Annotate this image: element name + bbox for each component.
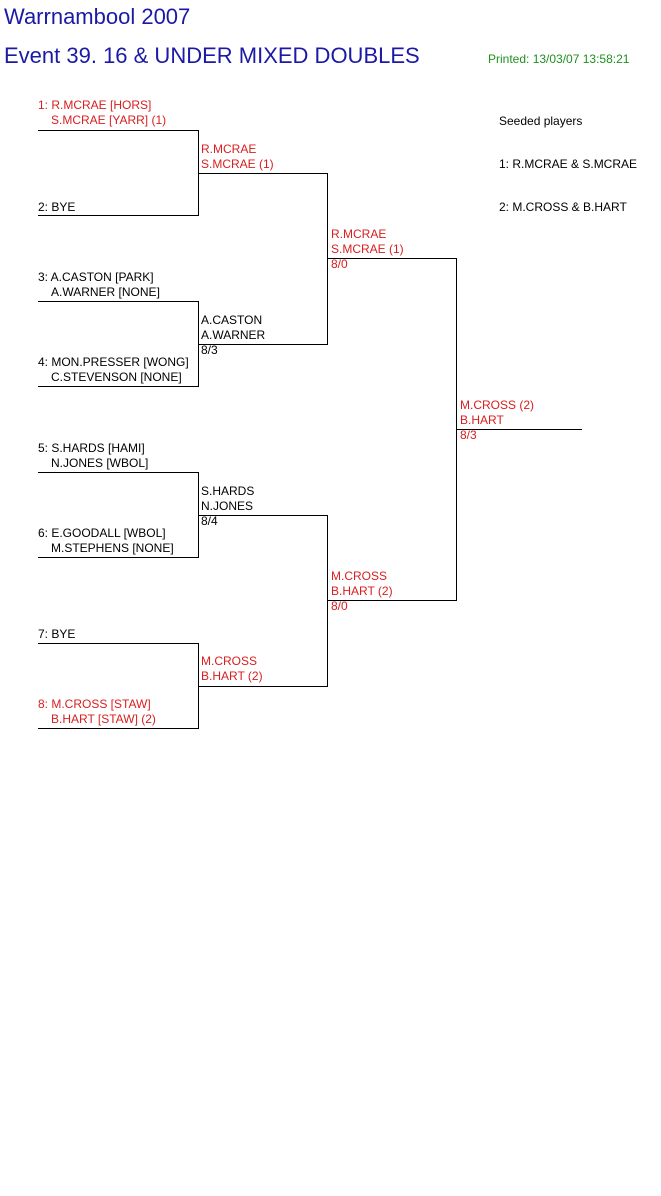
seeded-heading: Seeded players [499, 114, 583, 128]
round1-entry-3-line1: 3: A.CASTON [PARK] [38, 270, 154, 284]
round2-entry-3[interactable]: S.HARDS N.JONES 8/4 [201, 484, 254, 529]
round1-entry-8-line2: B.HART [STAW] (2) [51, 712, 156, 726]
final-winner-line2: B.HART [460, 413, 504, 427]
round3-line-1 [327, 258, 457, 259]
round1-entry-7-line1: 7: BYE [38, 627, 76, 641]
round1-line-5 [38, 472, 198, 473]
round1-entry-1[interactable]: 1: R.MCRAE [HORS] S.MCRAE [YARR] (1) [38, 98, 166, 128]
round2-line-1 [198, 173, 328, 174]
final-line [456, 429, 582, 430]
round1-entry-8[interactable]: 8: M.CROSS [STAW] B.HART [STAW] (2) [38, 697, 156, 727]
round1-entry-2-line1: 2: BYE [38, 200, 76, 214]
round2-entry-3-line2: N.JONES [201, 499, 254, 513]
round2-entry-3-score: 8/4 [201, 514, 218, 528]
seeded-item-1: 1: R.MCRAE & S.MCRAE [499, 157, 638, 171]
round1-entry-7[interactable]: 7: BYE [38, 627, 75, 642]
round1-entry-1-line1: 1: R.MCRAE [HORS] [38, 98, 152, 112]
round1-entry-4-line2: C.STEVENSON [NONE] [51, 370, 182, 384]
round2-line-3 [198, 515, 328, 516]
round3-entry-2-score: 8/0 [331, 599, 348, 613]
final-winner-line1: M.CROSS (2) [460, 398, 535, 412]
final-winner-score: 8/3 [460, 428, 477, 442]
round1-entry-5-line2: N.JONES [WBOL] [51, 456, 149, 470]
connector-r2-m2 [327, 515, 328, 687]
round1-entry-5-line1: 5: S.HARDS [HAMI] [38, 441, 145, 455]
round3-entry-2[interactable]: M.CROSS B.HART (2) 8/0 [331, 569, 393, 614]
round1-entry-6-line1: 6: E.GOODALL [WBOL] [38, 526, 166, 540]
round2-entry-4-line1: M.CROSS [201, 654, 258, 668]
tournament-title: Warrnambool 2007 [4, 4, 191, 29]
round1-entry-6[interactable]: 6: E.GOODALL [WBOL] M.STEPHENS [NONE] [38, 526, 174, 556]
round1-line-7 [38, 643, 198, 644]
round3-entry-1-score: 8/0 [331, 257, 348, 271]
round2-entry-4-line2: B.HART (2) [201, 669, 263, 683]
event-title: Event 39. 16 & UNDER MIXED DOUBLES [4, 43, 420, 68]
round3-entry-1-line1: R.MCRAE [331, 227, 387, 241]
seeded-item-2: 2: M.CROSS & B.HART [499, 200, 627, 214]
round1-line-1 [38, 130, 198, 131]
printed-timestamp: Printed: 13/03/07 13:58:21 [488, 52, 630, 66]
final-winner[interactable]: M.CROSS (2) B.HART 8/3 [460, 398, 534, 443]
round2-entry-2[interactable]: A.CASTON A.WARNER 8/3 [201, 313, 265, 358]
round2-entry-4[interactable]: M.CROSS B.HART (2) [201, 654, 263, 684]
round2-entry-1-line1: R.MCRAE [201, 142, 257, 156]
round3-entry-2-line2: B.HART (2) [331, 584, 393, 598]
round1-line-3 [38, 301, 198, 302]
round3-entry-1-line2: S.MCRAE (1) [331, 242, 404, 256]
round1-entry-6-line2: M.STEPHENS [NONE] [51, 541, 174, 555]
round1-entry-8-line1: 8: M.CROSS [STAW] [38, 697, 151, 711]
round3-entry-2-line1: M.CROSS [331, 569, 388, 583]
connector-r2-m1 [327, 173, 328, 345]
round1-entry-2[interactable]: 2: BYE [38, 200, 75, 215]
round1-line-4 [38, 386, 198, 387]
round1-line-6 [38, 557, 198, 558]
round1-line-2 [38, 215, 198, 216]
round2-line-2 [198, 344, 328, 345]
round2-entry-1[interactable]: R.MCRAE S.MCRAE (1) [201, 142, 274, 172]
round1-entry-5[interactable]: 5: S.HARDS [HAMI] N.JONES [WBOL] [38, 441, 148, 471]
round1-entry-4[interactable]: 4: MON.PRESSER [WONG] C.STEVENSON [NONE] [38, 355, 189, 385]
round1-entry-3-line2: A.WARNER [NONE] [51, 285, 160, 299]
round1-entry-1-line2: S.MCRAE [YARR] (1) [51, 113, 167, 127]
round1-entry-4-line1: 4: MON.PRESSER [WONG] [38, 355, 189, 369]
round2-entry-2-line2: A.WARNER [201, 328, 266, 342]
round2-entry-2-score: 8/3 [201, 343, 218, 357]
round2-entry-1-line2: S.MCRAE (1) [201, 157, 274, 171]
round2-line-4 [198, 686, 328, 687]
round2-entry-3-line1: S.HARDS [201, 484, 255, 498]
round1-entry-3[interactable]: 3: A.CASTON [PARK] A.WARNER [NONE] [38, 270, 160, 300]
round2-entry-2-line1: A.CASTON [201, 313, 263, 327]
round3-entry-1[interactable]: R.MCRAE S.MCRAE (1) 8/0 [331, 227, 404, 272]
round1-line-8 [38, 728, 198, 729]
round3-line-2 [327, 600, 457, 601]
